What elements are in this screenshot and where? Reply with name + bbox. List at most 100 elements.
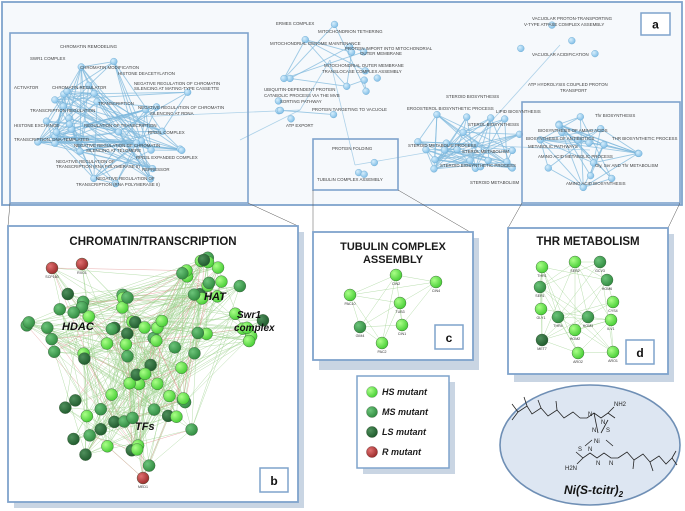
go-term-node (597, 125, 605, 133)
go-term-node (178, 146, 186, 154)
zoom-connectors (7, 189, 681, 233)
go-term-node (343, 82, 351, 90)
gene-node (67, 306, 80, 319)
gene-node (130, 443, 144, 456)
go-term: SWR1 COMPLEX (30, 56, 65, 61)
gene-node (185, 423, 198, 436)
go-term: CHROMATIN MODIFICATION (80, 65, 139, 70)
panel-c-letter: c (446, 331, 453, 345)
gene-label: HOM3 (583, 324, 593, 328)
gene-node (233, 279, 247, 293)
legend-ls-label: LS mutant (382, 427, 427, 437)
legend-r-swatch (366, 446, 378, 458)
go-term-node (459, 128, 467, 136)
go-term-node (301, 36, 309, 44)
go-term-node (82, 120, 90, 129)
panel-b-letter: b (270, 474, 277, 488)
go-term: STEROID BIOSYNTHESIS (446, 94, 499, 99)
legend-ms-swatch (366, 406, 378, 418)
legend-ls-swatch (366, 426, 378, 438)
gene-node (187, 288, 201, 301)
go-term: ERMES COMPLEX (276, 21, 314, 26)
go-term-node (431, 156, 439, 164)
go-term-node (42, 117, 51, 125)
gene-node (175, 361, 188, 374)
gene-node (551, 310, 565, 324)
gene-node (155, 314, 169, 328)
go-term: MITOCHONDRIAL OUTER MEMBRANE (324, 63, 404, 68)
gene-node (211, 261, 225, 274)
gene-node (59, 401, 72, 414)
go-term: PROTEIN FOLDING (332, 146, 373, 151)
legend-hs-swatch (366, 386, 378, 398)
go-term: AMINO ACID METABOLIC PROCESS (538, 154, 613, 159)
go-term: HISTONE EXCHANGE (14, 123, 59, 128)
panel-c-letter-box (434, 324, 464, 350)
go-term-node (34, 138, 42, 146)
go-term-node (517, 44, 525, 53)
go-term-node (85, 81, 93, 89)
atom-label: N (588, 447, 592, 453)
atom-label: S (606, 428, 610, 434)
network-edges (539, 261, 614, 354)
gene-node (136, 471, 150, 485)
go-term: TRANSCRIPTION (RNA POLYMERASE II) (76, 182, 160, 187)
go-term: V-TYPE ATPASE COMPLEX ASSEMBLY (524, 22, 604, 27)
go-term-node (466, 156, 474, 165)
gene-node (581, 310, 595, 324)
gene-node (121, 327, 134, 340)
go-term: VACUOLAR ACIDIFICATION (532, 52, 589, 57)
go-term-node (576, 113, 584, 121)
go-term-node (158, 127, 166, 135)
gene-node (121, 350, 134, 363)
go-term-node (503, 158, 511, 166)
go-term-node (148, 164, 157, 173)
atom-label: N (596, 461, 600, 467)
go-term: METABOLIC PATHWAYS (528, 144, 578, 149)
go-term-node (414, 138, 422, 146)
gene-node (83, 429, 96, 442)
go-term: UBIQUITIN-DEPENDENT PROTEIN (264, 87, 335, 92)
gene-node (75, 257, 89, 271)
go-term-node (132, 139, 141, 147)
gene-node (395, 318, 409, 332)
go-term-node (422, 146, 430, 154)
go-term-node (146, 175, 155, 183)
gene-label: MED1 (138, 485, 148, 489)
go-term-node (330, 20, 339, 29)
panel-b-letter-box (259, 467, 289, 493)
gene-node (126, 411, 139, 425)
go-term: NEGATIVE REGULATION OF CHROMATIN (138, 105, 224, 110)
gene-node (256, 314, 270, 327)
gene-label: CIN2 (392, 282, 400, 286)
go-term: AMINO ACID BIOSYNTHESIS (566, 181, 626, 186)
go-term-network (34, 20, 643, 192)
thr-go-labels: Thr BIOSYNTHESIS BIOSYNTHESIS OF AMINO A… (526, 113, 677, 186)
go-term-node (51, 96, 59, 104)
go-term: HISTONE DEACETYLATION (118, 71, 175, 76)
gene-node (535, 333, 549, 347)
gene-node (343, 288, 357, 302)
go-term-node (76, 147, 84, 155)
go-term-node (568, 37, 576, 45)
gene-node (105, 388, 118, 401)
gene-node (393, 296, 407, 310)
go-term: MITOCHONDRION TETHERING (318, 29, 383, 34)
molecule-ellipse (499, 384, 681, 506)
go-term-node (487, 114, 495, 122)
go-term-node (608, 174, 616, 183)
gene-node (116, 301, 129, 314)
gene-label: PAC10 (344, 302, 355, 306)
gene-node (211, 290, 224, 303)
go-term: TRANSCRIPTION, DNA-TEMPLATED (14, 137, 89, 142)
gene-label: RXO1 (77, 271, 87, 275)
chromatin-title: CHROMATIN/TRANSCRIPTION (69, 236, 236, 248)
molecule-name-main: Ni(S-tcitr) (564, 483, 619, 497)
gene-node (142, 459, 156, 472)
gene-label: SCP160 (45, 275, 58, 279)
gene-node (138, 321, 151, 334)
go-term: NEGATIVE REGULATION OF CHROMATIN (74, 143, 160, 148)
gene-label: HOM6 (602, 287, 612, 291)
legend-hs-label: HS mutant (382, 387, 428, 397)
go-term-node (591, 50, 599, 58)
